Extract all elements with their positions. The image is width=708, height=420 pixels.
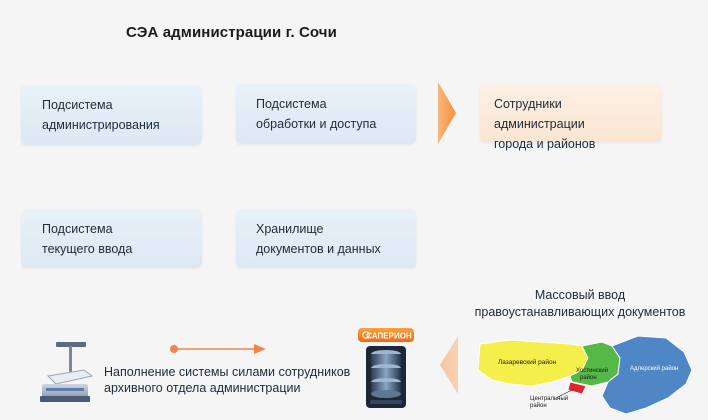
scanner-icon [40, 342, 94, 402]
box-process-line2: обработки и доступа [256, 117, 377, 131]
box-staff-line1: Сотрудники администрации [494, 97, 585, 131]
arrow-left-icon [440, 336, 458, 394]
map-label-khostinsky-2: район [580, 374, 597, 381]
box-administration-staff: Сотрудники администрации города и районо… [480, 84, 662, 151]
box-input-subsystem: Подсистема текущего ввода [21, 209, 202, 268]
central-district [567, 381, 587, 395]
box-process-line1: Подсистема [256, 97, 327, 111]
box-storage-line2: документов и данных [256, 242, 381, 256]
map-label-central-2: район [530, 402, 547, 409]
map-label-adlersky: Адлерский район [630, 365, 678, 372]
box-admin-subsystem: Подсистема администрирования [21, 85, 202, 145]
box-processing-subsystem: Подсистема обработки и доступа [236, 84, 416, 144]
page-title: СЭА администрации г. Сочи [126, 24, 337, 41]
mass-input-line1: Массовый ввод [534, 288, 626, 302]
saperion-logo-text: САПЕРИОН [366, 332, 412, 341]
archive-fill-line2: архивного отдела администрации [104, 381, 301, 395]
map-label-khostinsky-1: Хостинский [576, 367, 608, 374]
box-admin-line2: администрирования [42, 118, 160, 132]
box-storage-line1: Хранилище [256, 222, 324, 236]
adlersky-district [601, 335, 693, 415]
central-label-leader [555, 388, 575, 399]
box-staff-line2: города и районов [494, 137, 596, 151]
connector-arrow [170, 344, 266, 354]
box-input-line2: текущего ввода [42, 242, 133, 256]
box-storage: Хранилище документов и данных [236, 209, 416, 268]
sochi-districts-map: Лазаревский район Хостинский район Адлер… [477, 335, 693, 415]
mass-input-caption: Массовый ввод правоустанавливающих докум… [470, 287, 690, 321]
mass-input-line2: правоустанавливающих документов [474, 305, 686, 319]
archive-fill-caption: Наполнение системы силами сотрудников ар… [104, 364, 350, 396]
box-admin-line1: Подсистема [42, 98, 113, 112]
archive-fill-line1: Наполнение системы силами сотрудников [104, 365, 351, 379]
box-input-line1: Подсистема [42, 222, 113, 236]
map-label-central-1: Центральный [530, 395, 568, 402]
map-label-lazarevsky: Лазаревский район [498, 358, 557, 366]
arrow-right-icon [438, 82, 456, 144]
server-database-icon: САПЕРИОН [358, 328, 414, 408]
khostinsky-district [569, 341, 621, 387]
